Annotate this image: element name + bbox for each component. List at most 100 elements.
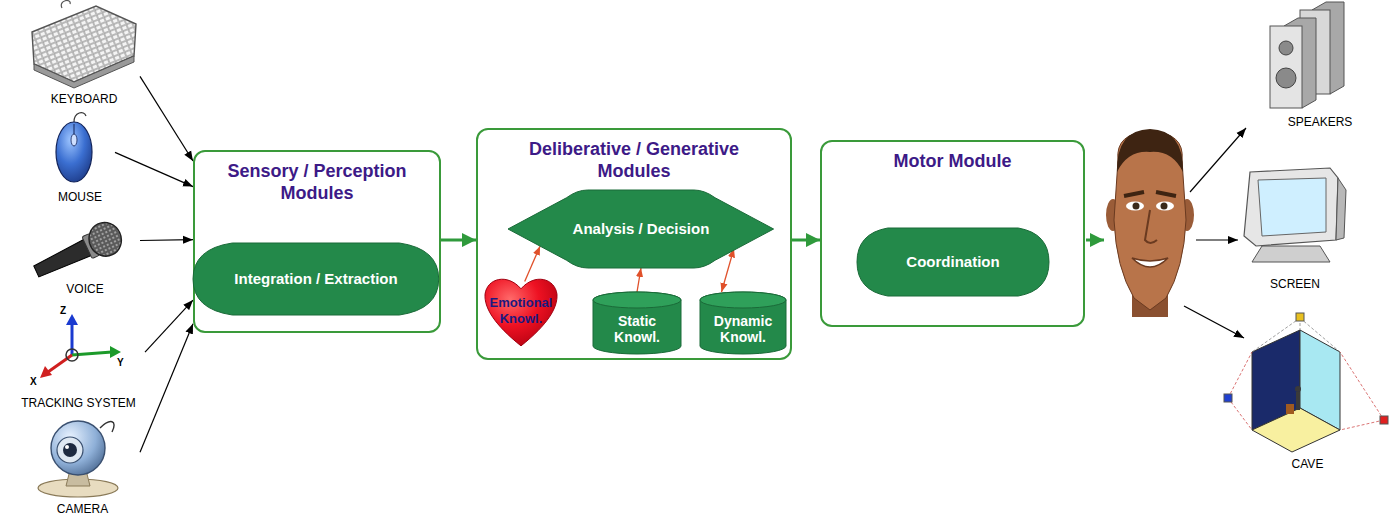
output-arrows bbox=[1086, 239, 1104, 242]
axes-icon bbox=[66, 314, 78, 325]
knowledge-store: Dynamic Knowl. bbox=[700, 292, 786, 354]
speakers-icon bbox=[1270, 2, 1344, 108]
monitor-icon bbox=[1252, 246, 1330, 262]
input-device: VOICE bbox=[30, 222, 140, 296]
input-device: TRACKING SYSTEM bbox=[12, 312, 145, 410]
connector-arrow bbox=[145, 300, 193, 352]
keyboard-icon bbox=[34, 56, 134, 88]
connector-arrow bbox=[525, 246, 540, 281]
camera-icon bbox=[65, 445, 69, 449]
knowledge-heart-outline bbox=[485, 279, 557, 346]
mouse-icon bbox=[56, 122, 92, 182]
axis-letter: Y bbox=[117, 357, 124, 368]
avatar-face bbox=[1126, 202, 1144, 211]
node-label: Emotional Knowl. bbox=[484, 295, 558, 327]
input-device: CAMERA bbox=[25, 418, 140, 516]
avatar-face bbox=[1156, 202, 1174, 211]
knowledge-store-outline bbox=[700, 292, 786, 354]
cave-icon bbox=[1296, 392, 1300, 410]
speakers-icon bbox=[1276, 68, 1296, 88]
knowledge-store: Static Knowl. bbox=[593, 292, 681, 354]
device-label: CAVE bbox=[1292, 457, 1324, 471]
axes-icon bbox=[40, 314, 121, 378]
output-arrows bbox=[1190, 128, 1246, 192]
connector-arrow bbox=[140, 324, 193, 452]
cave-icon bbox=[1228, 352, 1252, 430]
camera-icon bbox=[63, 443, 77, 457]
mouse-icon bbox=[56, 113, 92, 182]
axes-icon bbox=[66, 349, 78, 361]
device-label: CAMERA bbox=[57, 502, 108, 516]
node-label: Dynamic Knowl. bbox=[708, 301, 778, 345]
mouse-icon bbox=[71, 134, 77, 146]
camera-icon bbox=[100, 422, 114, 432]
axis-letter: Z bbox=[60, 305, 66, 316]
cave-icon bbox=[1295, 386, 1301, 392]
connector-arrow bbox=[637, 268, 641, 292]
avatar-face bbox=[1117, 129, 1183, 172]
device-label: KEYBOARD bbox=[51, 92, 118, 106]
node-label: Coordination bbox=[900, 253, 1005, 271]
device-label: VOICE bbox=[66, 282, 103, 296]
cave-icon bbox=[1224, 313, 1388, 452]
axes-icon bbox=[40, 366, 52, 378]
monitor-icon bbox=[1336, 178, 1346, 240]
avatar-face bbox=[1133, 203, 1140, 210]
cave-icon bbox=[1286, 404, 1294, 414]
process-shape: Coordination bbox=[857, 228, 1049, 296]
output-arrows bbox=[1196, 239, 1238, 240]
module-box: Motor ModuleCoordination bbox=[820, 140, 1085, 327]
cave-icon bbox=[1228, 318, 1384, 430]
monitor-icon bbox=[1244, 168, 1346, 262]
speakers-icon bbox=[1270, 26, 1302, 108]
input-device: MOUSE bbox=[45, 118, 115, 204]
speakers-icon bbox=[1279, 41, 1293, 55]
decision-shape: Analysis / Decision bbox=[508, 190, 774, 268]
camera-icon bbox=[51, 421, 105, 475]
output-arrows bbox=[1086, 128, 1246, 338]
camera-icon bbox=[57, 437, 83, 463]
microphone-icon bbox=[33, 239, 93, 280]
axis-letter: X bbox=[30, 376, 37, 387]
cave-icon bbox=[1252, 408, 1340, 452]
node-label: Static Knowl. bbox=[602, 301, 672, 345]
cave-icon bbox=[1224, 394, 1232, 402]
output-device: CAVE bbox=[1225, 305, 1390, 471]
process-shape-outline bbox=[193, 243, 439, 315]
device-label: MOUSE bbox=[58, 190, 102, 204]
module-title: Motor Module bbox=[822, 142, 1083, 172]
knowledge-store-outline bbox=[593, 292, 681, 308]
knowledge-store-outline bbox=[593, 292, 681, 354]
axes-icon bbox=[71, 322, 74, 355]
knowledge-heart: Emotional Knowl. bbox=[484, 274, 558, 348]
module-box: Deliberative / Generative ModulesAnalysi… bbox=[476, 128, 792, 360]
connector-arrow bbox=[140, 239, 193, 241]
process-shape: Integration / Extraction bbox=[193, 243, 439, 315]
axes-icon bbox=[48, 355, 72, 372]
camera-icon bbox=[38, 421, 118, 497]
monitor-icon bbox=[1244, 168, 1338, 246]
node-label: Integration / Extraction bbox=[228, 270, 403, 288]
module-title: Sensory / Perception Modules bbox=[195, 152, 439, 204]
monitor-icon bbox=[1258, 178, 1326, 236]
keyboard-icon bbox=[32, 1, 136, 88]
avatar-face bbox=[1106, 129, 1194, 317]
microphone-icon bbox=[29, 217, 127, 287]
cave-icon bbox=[1252, 318, 1340, 352]
module-box: Sensory / Perception ModulesIntegration … bbox=[193, 150, 441, 333]
cave-icon bbox=[1380, 416, 1388, 424]
process-shape-outline bbox=[857, 228, 1049, 296]
avatar-face bbox=[1145, 210, 1157, 243]
microphone-icon bbox=[84, 217, 127, 261]
decision-shape-outline bbox=[508, 190, 774, 268]
avatar-face bbox=[1156, 192, 1176, 196]
connector-arrow bbox=[115, 152, 193, 186]
device-label: SPEAKERS bbox=[1288, 115, 1353, 129]
knowledge-store-outline bbox=[700, 292, 786, 308]
node-label: Analysis / Decision bbox=[567, 220, 716, 238]
connector-arrow bbox=[140, 76, 193, 161]
cave-icon bbox=[1296, 313, 1304, 321]
device-label: SCREEN bbox=[1270, 277, 1320, 291]
connector-arrow bbox=[792, 239, 820, 242]
